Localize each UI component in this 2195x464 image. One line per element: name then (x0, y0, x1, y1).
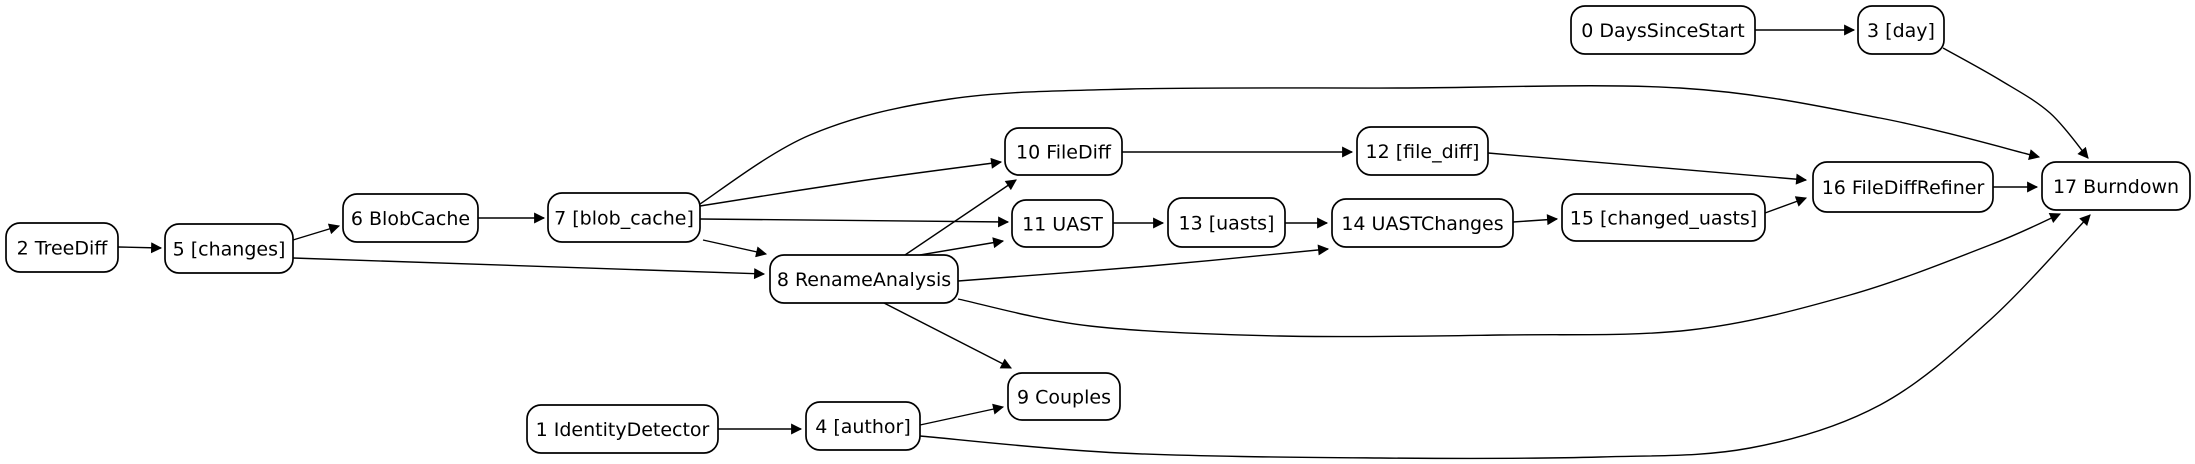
node-label: 15 [changed_uasts] (1570, 208, 1757, 230)
node-box (1857, 5, 1945, 55)
graph-node-7: 7 [blob_cache] (547, 192, 701, 243)
graph-node-17: 17 Burndown (2041, 161, 2191, 211)
edge-8-to-9 (883, 302, 1012, 369)
edge-14-to-15 (1512, 214, 1559, 226)
graph-node-5: 5 [changes] (164, 223, 294, 274)
node-box (164, 223, 294, 274)
edge-8-to-10 (904, 179, 1017, 256)
node-label: 12 [file_diff] (1366, 141, 1480, 163)
node-box (1561, 193, 1766, 242)
edge-7-to-10 (699, 157, 1003, 207)
node-box (1356, 126, 1489, 176)
graph-node-16: 16 FileDiffRefiner (1812, 161, 1994, 213)
graph-node-3: 3 [day] (1857, 5, 1945, 55)
node-box (805, 401, 921, 451)
edge-8-to-11 (919, 237, 1005, 256)
node-box (1167, 197, 1286, 248)
edge-2-to-5 (117, 242, 163, 254)
graph-node-14: 14 UASTChanges (1331, 198, 1514, 248)
node-box (1331, 198, 1514, 248)
edge-7-to-17 (696, 85, 2041, 207)
node-label: 14 UASTChanges (1341, 213, 1503, 235)
node-box (1570, 5, 1756, 55)
node-label: 11 UAST (1022, 214, 1103, 236)
node-box (1812, 161, 1994, 213)
node-label: 3 [day] (1867, 20, 1935, 42)
node-label: 2 TreeDiff (17, 238, 109, 260)
node-label: 9 Couples (1017, 387, 1111, 409)
graph-node-10: 10 FileDiff (1004, 127, 1123, 176)
graph-node-13: 13 [uasts] (1167, 197, 1286, 248)
graph-node-12: 12 [file_diff] (1356, 126, 1489, 176)
graph-node-11: 11 UAST (1011, 199, 1114, 248)
node-box (342, 193, 479, 243)
node-label: 17 Burndown (2053, 176, 2179, 198)
node-label: 7 [blob_cache] (554, 208, 694, 230)
node-label: 13 [uasts] (1179, 213, 1275, 235)
node-label: 4 [author] (815, 416, 911, 438)
edge-4-to-9 (919, 403, 1005, 426)
node-label: 1 IdentityDetector (536, 419, 710, 441)
edge-15-to-16 (1764, 196, 1808, 214)
graph-node-8: 8 RenameAnalysis (769, 254, 959, 304)
node-label: 8 RenameAnalysis (777, 269, 951, 291)
edge-7-to-11 (699, 216, 1010, 228)
node-box (526, 404, 719, 454)
graph-node-15: 15 [changed_uasts] (1561, 193, 1766, 242)
node-box (547, 192, 701, 243)
node-box (1007, 372, 1121, 421)
edges-layer (117, 24, 2091, 460)
node-box (769, 254, 959, 304)
graph-node-0: 0 DaysSinceStart (1570, 5, 1756, 55)
edge-12-to-16 (1487, 152, 1808, 185)
node-label: 0 DaysSinceStart (1581, 20, 1744, 42)
node-box (5, 222, 119, 273)
graph-node-1: 1 IdentityDetector (526, 404, 719, 454)
edge-5-to-8 (292, 257, 766, 280)
node-label: 10 FileDiff (1016, 142, 1112, 164)
edge-5-to-6 (292, 223, 341, 241)
node-box (1004, 127, 1123, 176)
node-label: 16 FileDiffRefiner (1822, 177, 1985, 199)
graph-node-6: 6 BlobCache (342, 193, 479, 243)
edge-3-to-17 (1942, 47, 2089, 159)
edge-8-to-17 (957, 212, 2062, 338)
graph-node-4: 4 [author] (805, 401, 921, 451)
node-label: 6 BlobCache (351, 208, 470, 230)
node-box (1011, 199, 1114, 248)
node-box (2041, 161, 2191, 211)
edge-8-to-14 (957, 244, 1330, 282)
edge-7-to-8 (702, 239, 768, 258)
edge-4-to-17 (919, 214, 2091, 460)
graph-node-9: 9 Couples (1007, 372, 1121, 421)
nodes-layer: 0 DaysSinceStart 3 [day] 2 TreeDiff 5 [chan… (5, 5, 2191, 454)
graph-node-2: 2 TreeDiff (5, 222, 119, 273)
node-label: 5 [changes] (173, 239, 286, 261)
